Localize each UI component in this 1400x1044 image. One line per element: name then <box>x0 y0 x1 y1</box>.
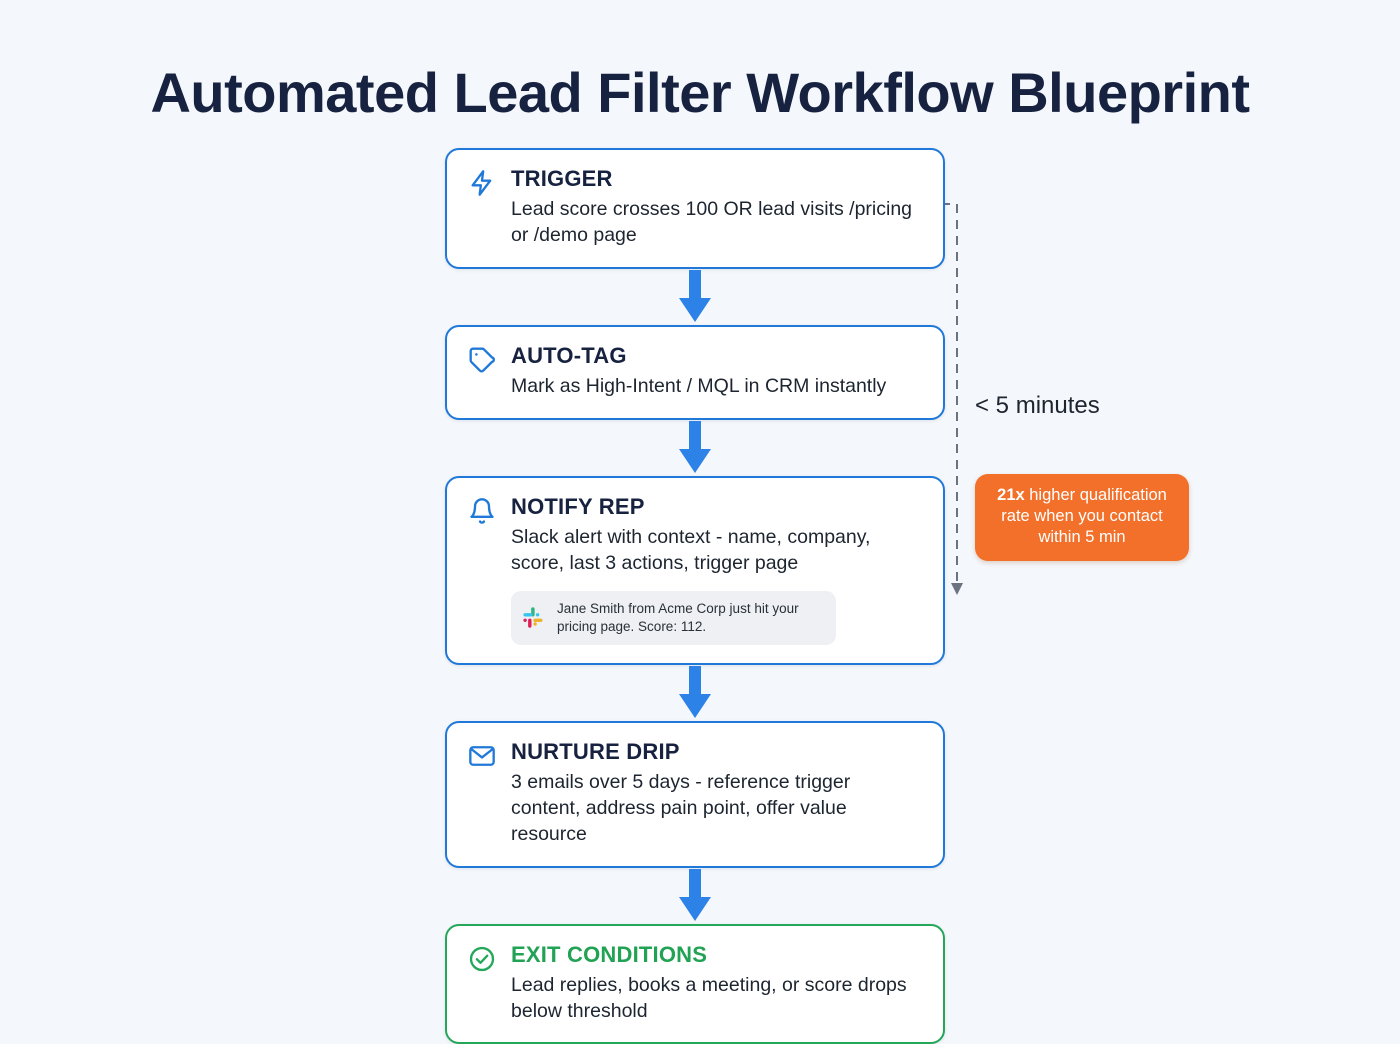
slack-logo-icon <box>522 606 546 630</box>
workflow-node-auto-tag[interactable]: AUTO-TAG Mark as High-Intent / MQL in CR… <box>445 325 945 420</box>
node-body: AUTO-TAG Mark as High-Intent / MQL in CR… <box>511 343 923 400</box>
timing-bracket-label: < 5 minutes <box>975 392 1100 420</box>
workflow-blueprint-page: Automated Lead Filter Workflow Blueprint… <box>0 0 1400 939</box>
tag-icon <box>467 345 497 375</box>
flow-arrow-3 <box>445 665 945 721</box>
workflow-node-trigger[interactable]: TRIGGER Lead score crosses 100 OR lead v… <box>445 148 945 269</box>
flow-arrow-4 <box>445 868 945 924</box>
node-title: NOTIFY REP <box>511 494 923 519</box>
stat-badge-text: higher qualification rate when you conta… <box>1001 486 1167 546</box>
node-title: AUTO-TAG <box>511 343 923 368</box>
node-body: NURTURE DRIP 3 emails over 5 days - refe… <box>511 739 923 848</box>
node-title: EXIT CONDITIONS <box>511 942 923 967</box>
lightning-bolt-icon <box>467 168 497 198</box>
workflow-flow: TRIGGER Lead score crosses 100 OR lead v… <box>445 148 945 1044</box>
slack-message-text: Jane Smith from Acme Corp just hit your … <box>557 600 822 636</box>
node-body: EXIT CONDITIONS Lead replies, books a me… <box>511 942 923 1025</box>
workflow-node-exit-conditions[interactable]: EXIT CONDITIONS Lead replies, books a me… <box>445 924 945 1044</box>
envelope-icon <box>467 741 497 771</box>
bell-icon <box>467 496 497 526</box>
workflow-node-notify-rep[interactable]: NOTIFY REP Slack alert with context - na… <box>445 476 945 665</box>
node-description: Lead score crosses 100 OR lead visits /p… <box>511 197 923 248</box>
node-description: 3 emails over 5 days - reference trigger… <box>511 770 923 847</box>
node-body: TRIGGER Lead score crosses 100 OR lead v… <box>511 166 923 249</box>
workflow-node-nurture-drip[interactable]: NURTURE DRIP 3 emails over 5 days - refe… <box>445 721 945 868</box>
flow-arrow-1 <box>445 269 945 325</box>
page-title: Automated Lead Filter Workflow Blueprint <box>0 60 1400 125</box>
slack-notification-preview: Jane Smith from Acme Corp just hit your … <box>511 591 836 645</box>
node-body: NOTIFY REP Slack alert with context - na… <box>511 494 923 645</box>
flow-arrow-2 <box>445 420 945 476</box>
node-title: NURTURE DRIP <box>511 739 923 764</box>
stat-badge: 21x higher qualification rate when you c… <box>975 474 1189 561</box>
check-circle-icon <box>467 944 497 974</box>
node-description: Slack alert with context - name, company… <box>511 525 923 576</box>
stat-badge-highlight: 21x <box>997 486 1025 504</box>
node-title: TRIGGER <box>511 166 923 191</box>
node-description: Lead replies, books a meeting, or score … <box>511 973 923 1024</box>
node-description: Mark as High-Intent / MQL in CRM instant… <box>511 374 923 400</box>
